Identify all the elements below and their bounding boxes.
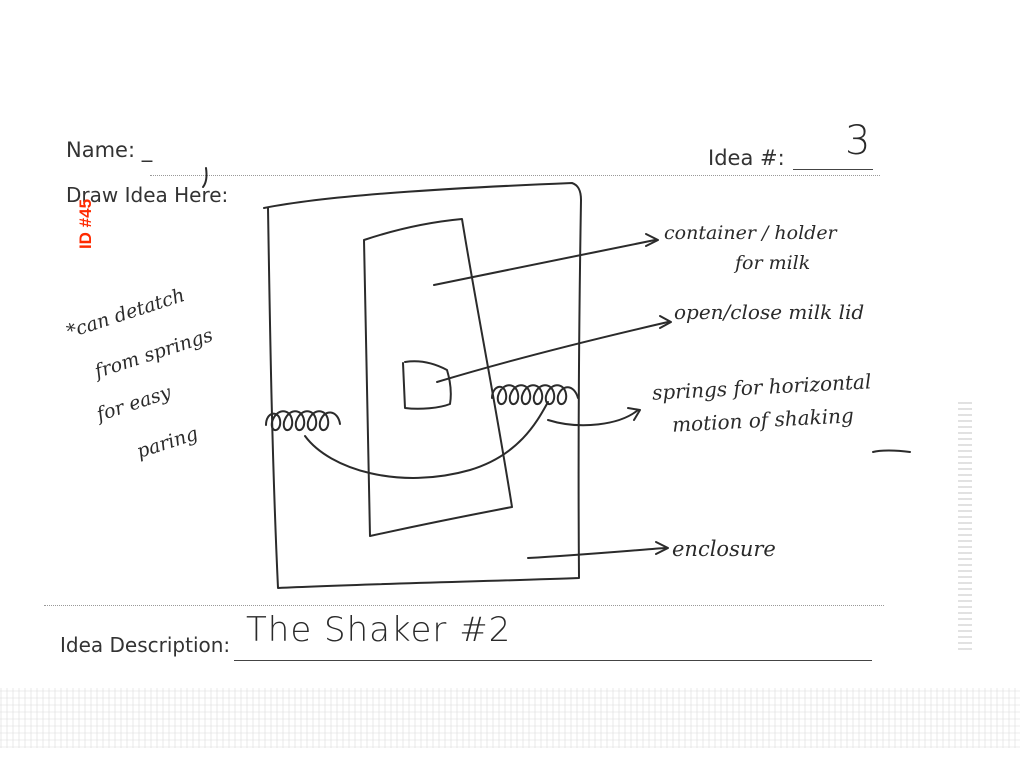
enclosure-arrow — [527, 547, 666, 559]
container-arrow — [433, 239, 656, 286]
name-value: _ — [141, 138, 153, 162]
annotation-enclosure: enclosure — [672, 537, 776, 561]
idea-description-underline — [234, 660, 872, 661]
annotation-container-line1: container / holder — [664, 222, 837, 244]
lid-outline — [402, 360, 452, 410]
idea-number-underline — [793, 169, 873, 170]
scan-edge-noise — [958, 400, 972, 650]
idea-number-label: Idea #: — [708, 146, 785, 170]
left-spring — [265, 410, 341, 431]
annotation-container-line2: for milk — [735, 252, 811, 274]
scan-noise — [0, 688, 1020, 748]
annotation-lid: open/close milk lid — [674, 300, 865, 324]
idea-description-value: The Shaker #2 — [246, 610, 512, 650]
right-spring — [491, 384, 579, 405]
header-rule — [150, 175, 880, 176]
idea-number-value: 3 — [845, 118, 871, 164]
idea-description-label: Idea Description: — [60, 633, 231, 657]
drawing-area-bottom-rule — [44, 605, 884, 606]
name-label: Name: — [66, 138, 136, 162]
springs-connector — [304, 401, 549, 479]
lid-arrow — [436, 321, 669, 383]
milk-container-outline — [363, 218, 513, 537]
springs-arrow — [547, 409, 639, 427]
draw-idea-label: Draw Idea Here: — [66, 183, 229, 207]
enclosure-outline — [263, 182, 582, 589]
